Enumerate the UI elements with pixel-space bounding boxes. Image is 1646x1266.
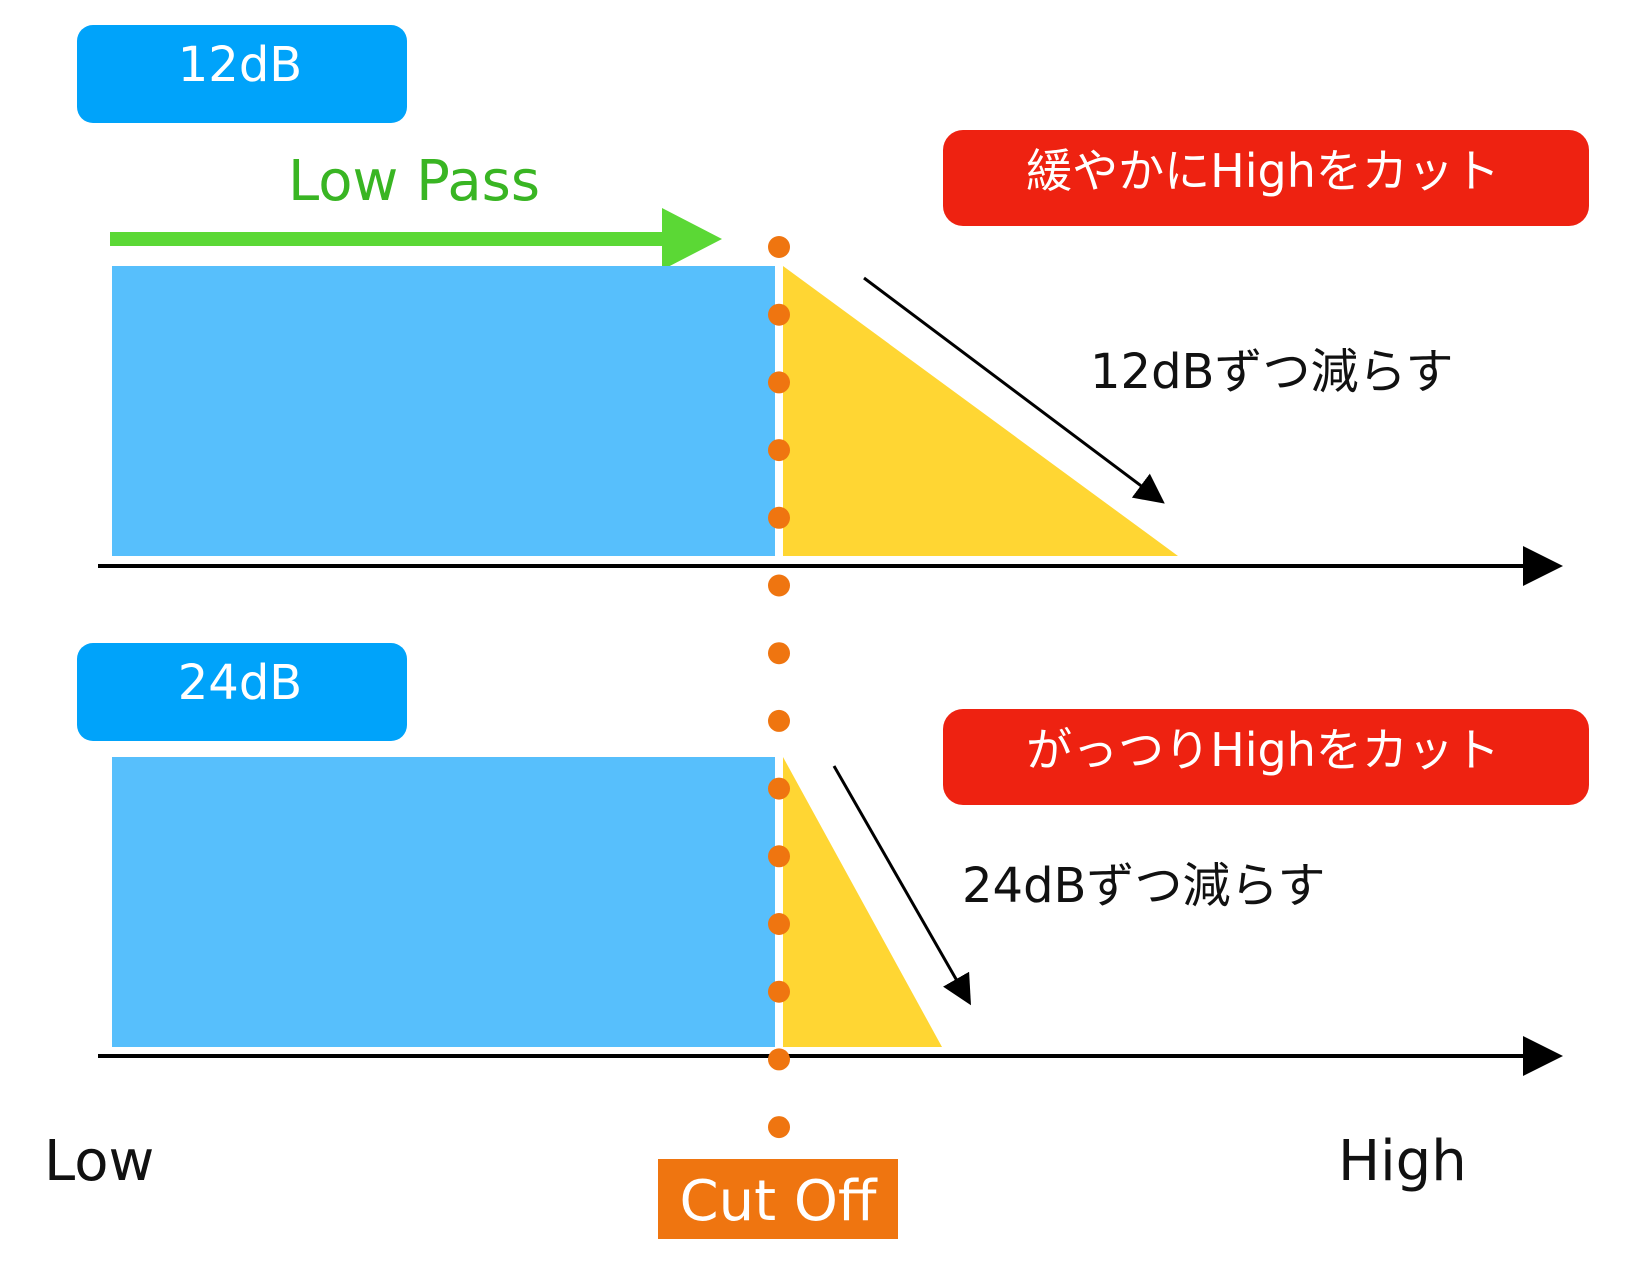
low-pass-label: Low Pass xyxy=(288,149,540,214)
slope-12db xyxy=(783,266,1178,556)
slope-label-24db: 24dBずつ減らす xyxy=(962,858,1326,914)
cutoff-dot xyxy=(768,506,790,529)
down-right-arrow-icon xyxy=(863,276,1165,504)
cutoff-dot xyxy=(768,709,790,732)
badge-24db: 24dB xyxy=(77,643,407,741)
cutoff-dot xyxy=(768,303,790,326)
low-pass-indicator: Low Pass xyxy=(110,149,722,270)
cutoff-dot xyxy=(768,913,790,935)
description-24db: がっつりHighをカット xyxy=(943,709,1589,805)
badge-24db-bg xyxy=(77,643,407,741)
slope-label-12db: 12dBずつ減らす xyxy=(1090,344,1454,400)
slope-24db xyxy=(783,757,942,1047)
description-24db-label: がっつりHighをカット xyxy=(1026,723,1500,777)
cutoff-dot xyxy=(768,845,790,868)
badge-12db-label: 12dB xyxy=(178,37,302,93)
cutoff-dot xyxy=(768,642,790,665)
cutoff-dot xyxy=(768,371,790,394)
panel-24db: 24dB がっつりHighをカット 24dBずつ減らす xyxy=(77,643,1589,1076)
description-12db: 緩やかにHighをカット xyxy=(943,130,1589,226)
cutoff-dot xyxy=(768,777,790,800)
cutoff-label-box: Cut Off xyxy=(658,1159,898,1239)
badge-12db-bg xyxy=(77,25,407,123)
cutoff-dot xyxy=(768,439,790,462)
badge-12db: 12dB xyxy=(77,25,407,123)
description-24db-bg xyxy=(943,709,1589,805)
cutoff-dot xyxy=(768,1048,790,1071)
axis-label-low: Low xyxy=(44,1129,154,1194)
axis-label-high: High xyxy=(1338,1129,1467,1194)
panel-12db: 12dB Low Pass 緩やかにHighをカット 12dBずつ減らす xyxy=(77,25,1589,586)
badge-24db-label: 24dB xyxy=(178,655,302,711)
description-12db-label: 緩やかにHighをカット xyxy=(1026,144,1500,198)
description-12db-bg xyxy=(943,130,1589,226)
cutoff-dotted-line xyxy=(768,236,790,1139)
cutoff-label: Cut Off xyxy=(679,1169,877,1234)
down-right-arrow-icon xyxy=(832,765,971,1006)
low-pass-arrow-shaft xyxy=(110,232,665,246)
cutoff-dot xyxy=(768,574,790,597)
cutoff-label-bg xyxy=(658,1159,898,1239)
passband-24db xyxy=(112,757,775,1047)
cutoff-dot xyxy=(768,980,790,1003)
passband-12db xyxy=(112,266,775,556)
right-arrow-icon xyxy=(110,208,722,270)
low-pass-arrow-head xyxy=(662,208,722,270)
cutoff-dot xyxy=(768,236,790,258)
cutoff-dot xyxy=(768,1116,790,1139)
